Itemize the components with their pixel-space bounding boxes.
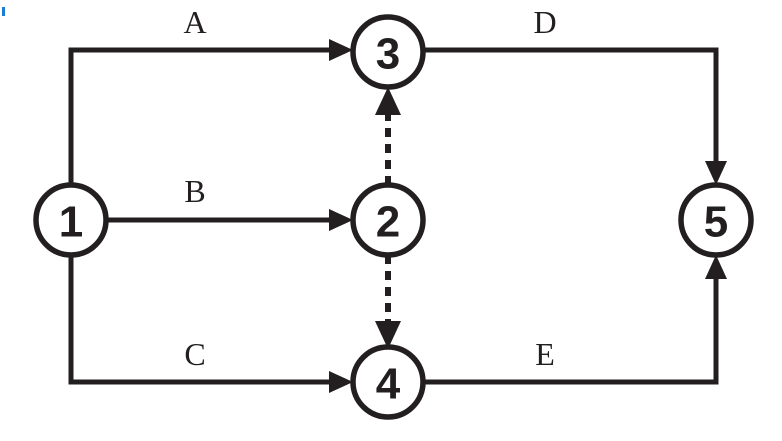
edge-c-arrowhead: [329, 371, 353, 393]
edge-d-group: D: [423, 4, 727, 185]
edge-b-arrowhead: [329, 209, 353, 231]
node-5[interactable]: 5: [678, 182, 754, 258]
node-2-label: 2: [376, 198, 400, 247]
edge-c-group: C: [68, 255, 353, 393]
edge-label-d: D: [533, 4, 556, 40]
edge-b-group: B: [106, 173, 353, 231]
edge-e-arrowhead: [705, 255, 727, 279]
node-2[interactable]: 2: [350, 182, 426, 258]
edge-a-arrowhead: [329, 39, 353, 61]
node-4-circle: [350, 344, 426, 420]
edge-c-path: [68, 255, 331, 385]
node-2-circle: [350, 182, 426, 258]
dummy-edge-2-4-arrowhead: [375, 321, 401, 349]
node-1[interactable]: 1: [33, 182, 109, 258]
stray-pixel-artifact: [2, 7, 5, 16]
dummy-edge-2-3-arrowhead: [375, 87, 401, 115]
edge-label-e: E: [535, 336, 555, 372]
edge-e-path: [423, 277, 719, 385]
node-4[interactable]: 4: [350, 344, 426, 420]
edge-d-path: [423, 47, 719, 163]
node-1-circle: [33, 182, 109, 258]
edge-label-a: A: [183, 4, 206, 40]
node-5-circle: [678, 182, 754, 258]
node-5-label: 5: [704, 198, 728, 247]
edge-a-path: [68, 47, 331, 185]
edge-label-b: B: [184, 173, 205, 209]
dummy-edge-2-3-group: [375, 87, 401, 185]
node-4-label: 4: [376, 360, 401, 409]
node-1-label: 1: [59, 198, 83, 247]
edge-a-group: A: [68, 4, 353, 185]
node-3-circle: [350, 14, 426, 90]
node-3-label: 3: [376, 30, 400, 79]
node-3[interactable]: 3: [350, 14, 426, 90]
edge-label-c: C: [184, 336, 205, 372]
dummy-edge-2-4-group: [375, 255, 401, 349]
edge-e-group: E: [423, 255, 727, 385]
edge-d-arrowhead: [705, 161, 727, 185]
